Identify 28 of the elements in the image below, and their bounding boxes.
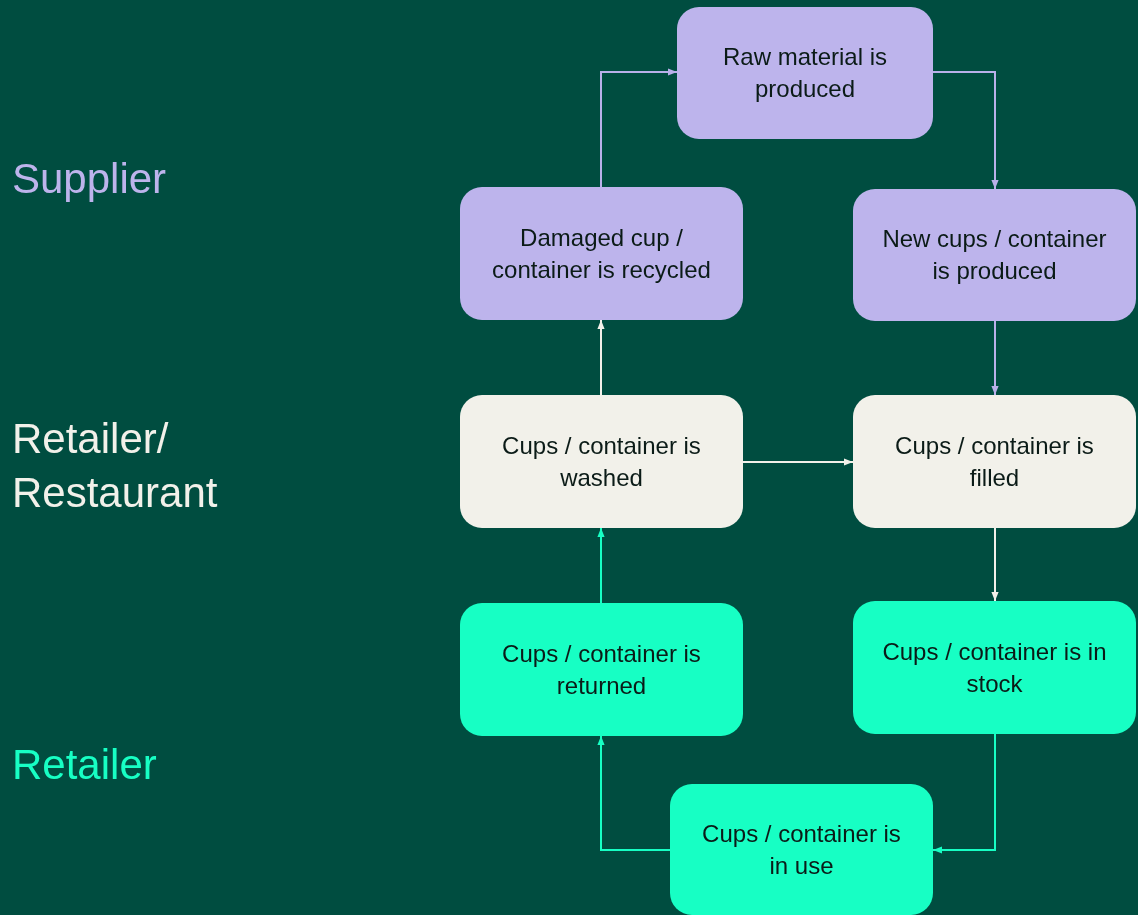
process-box [853, 189, 1136, 321]
box-text: Cups / container is washed [501, 430, 702, 493]
lane-label: Retailer [12, 740, 158, 790]
arrow [597, 735, 671, 851]
lane-label: Supplier [12, 154, 168, 204]
arrow [991, 527, 999, 602]
box-text: Cups / container is in use [701, 818, 902, 881]
process-box [677, 7, 933, 139]
box-text: Damaged cup / container is recycled [491, 222, 712, 285]
box-text: Cups / container is in stock [881, 636, 1108, 699]
process-box [460, 395, 743, 528]
process-box [670, 784, 933, 915]
arrow [932, 71, 999, 190]
arrow [597, 319, 605, 396]
process-box [460, 187, 743, 320]
arrow [932, 733, 996, 854]
process-box [853, 395, 1136, 528]
process-box [853, 601, 1136, 734]
box-text: Cups / container is returned [501, 638, 702, 701]
process-box [460, 603, 743, 736]
arrow [742, 458, 854, 466]
box-text: New cups / container is produced [881, 224, 1108, 286]
arrow [600, 68, 678, 188]
box-text: Raw material is produced [721, 42, 888, 104]
box-text: Cups / container is filled [894, 430, 1095, 493]
arrow [597, 527, 605, 604]
arrow [991, 320, 999, 396]
lane-label: Retailer/ Restaurant [12, 414, 219, 518]
